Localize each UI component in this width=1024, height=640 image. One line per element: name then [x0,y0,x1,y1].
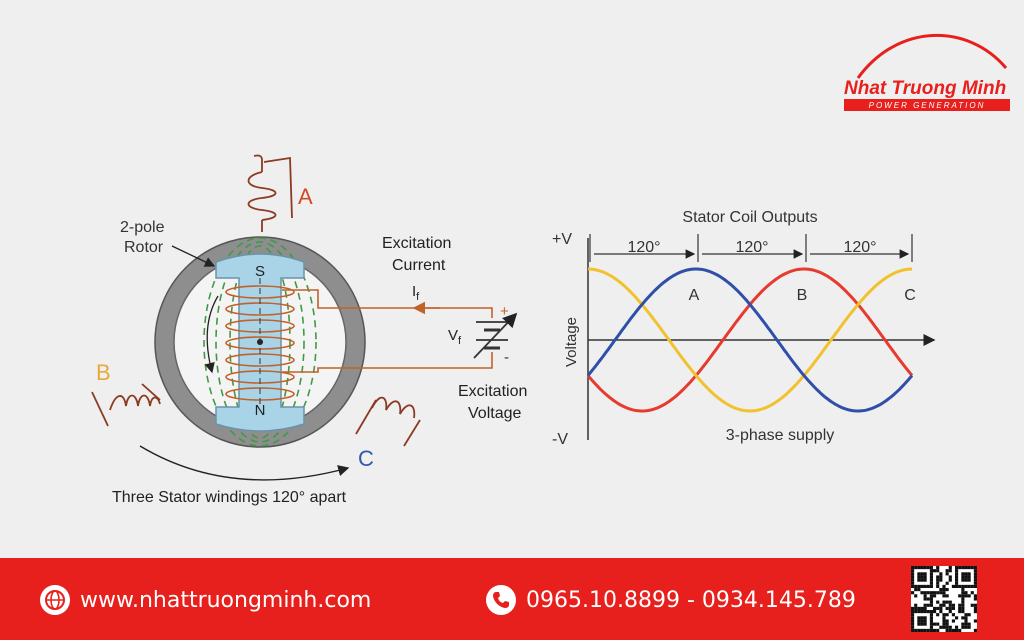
footer-phone[interactable]: 0965.10.8899 - 0934.145.789 [486,585,856,615]
phase-spacing-label-2: 120° [735,239,768,256]
battery-plus: + [500,303,509,320]
generator-diagram: S N 2-pole Rotor A B C [91,154,936,506]
x-axis-label: 3-phase supply [726,427,835,444]
footer-website[interactable]: www.nhattruongminh.com [40,585,371,615]
winding-spacing-arrow [139,445,350,481]
excitation-current-line2: Current [392,257,446,274]
stator-winding-b [91,383,161,427]
phone-icon [486,585,516,615]
rotor-label-line1: 2-pole [120,219,165,236]
rotor-label-line2: Rotor [124,239,164,256]
winding-b-label: B [96,360,111,385]
y-top-label: +V [552,231,572,248]
voltage-symbol: Vf [448,327,462,347]
brand-name: Nhat Truong Minh [844,78,1006,99]
windings-caption: Three Stator windings 120° apart [112,489,347,506]
excitation-voltage-line2: Voltage [468,405,521,422]
battery-symbol [473,312,518,359]
brand-logo: Nhat Truong Minh POWER GENERATION [838,28,1018,118]
y-bottom-label: -V [552,431,568,448]
phase-spacing-label-3: 120° [843,239,876,256]
stator-winding-a [247,154,293,232]
waveform-series-3 [586,267,914,413]
phase-spacing-markers [589,234,913,262]
winding-c-label: C [358,446,374,471]
peak-label-b: B [797,287,808,304]
current-symbol-main: I [412,283,416,300]
phase-spacing-label-1: 120° [627,239,660,256]
pole-n-label: N [255,402,266,419]
peak-label-c: C [904,287,916,304]
magnetic-flux-lines [203,237,317,447]
pole-s-label: S [255,263,265,280]
generator-section: S N 2-pole Rotor A B C [91,154,527,506]
current-symbol-sub: f [416,291,420,303]
winding-a-label: A [298,184,313,209]
peak-label-a: A [689,287,700,304]
phone-text[interactable]: 0965.10.8899 - 0934.145.789 [526,587,856,613]
current-symbol: If [412,283,420,303]
brand-tagline: POWER GENERATION [869,101,986,110]
battery-minus: - [504,349,509,366]
voltage-symbol-main: V [448,327,458,344]
stator-winding-c [355,396,421,447]
rotation-arrow [204,295,219,374]
excitation-voltage-line1: Excitation [458,383,527,400]
excitation-current-line1: Excitation [382,235,451,252]
brand-tagline-bar [844,99,1010,111]
waveform-series [586,267,914,413]
stator-output-chart: Stator Coil Outputs +V -V Voltage 3-phas… [552,209,936,448]
globe-icon [40,585,70,615]
chart-title: Stator Coil Outputs [682,209,817,226]
website-text[interactable]: www.nhattruongminh.com [80,587,372,613]
footer-bar: www.nhattruongminh.com 0965.10.8899 - 09… [0,558,1024,640]
y-axis-label: Voltage [563,317,580,367]
excitation-circuit [282,289,493,373]
voltage-symbol-sub: f [458,335,462,347]
qr-code[interactable] [911,566,977,632]
logo-arc [856,33,1008,79]
rotor-pointer [171,245,216,267]
